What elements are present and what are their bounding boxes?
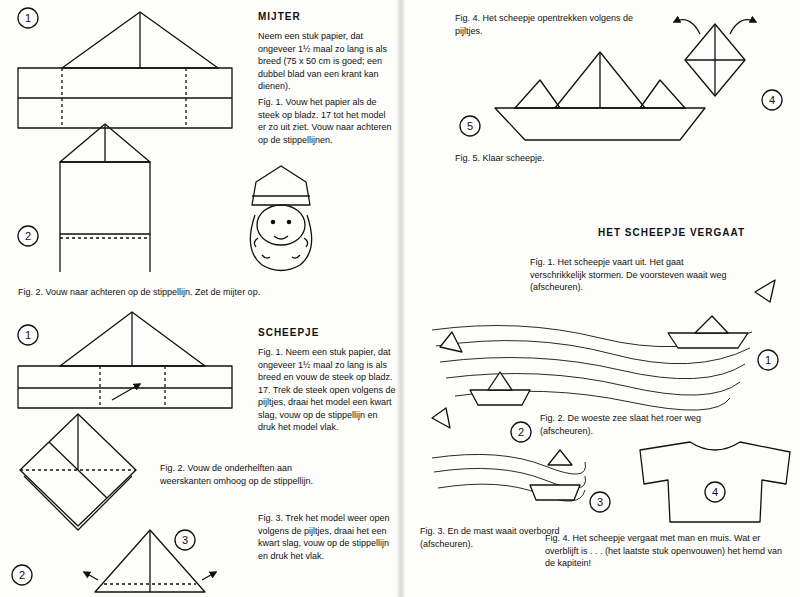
wind-line [440,358,745,379]
callout-number: 3 [590,492,610,512]
folded-triangle [95,530,205,592]
mitre-edge [149,234,150,272]
paper-layer [24,476,132,530]
pull-arrow [84,572,98,580]
callout-circle [590,492,610,512]
boat-hull [495,108,705,140]
callout-circle [758,350,778,370]
wind-line [438,484,585,501]
callout-circle [175,530,195,550]
callout-circle [18,325,38,345]
fold-line [599,52,600,108]
dotted-fold [99,366,100,408]
section-heading: MIJTER [258,10,301,23]
dotted-fold [104,583,196,584]
pull-arrow [674,20,700,34]
dotted-fold [61,68,62,128]
callout-number: 4 [762,90,782,110]
callout-number: 2 [12,565,32,585]
callout-circle [18,8,38,28]
fold-line [18,387,232,388]
fold-line [714,24,715,96]
instruction-text: Neem een stuk papier, dat ongeveer 1½ ma… [258,30,396,93]
fold-line [18,97,232,98]
fold-line [77,414,78,470]
hat-point [60,124,150,162]
paper-band [18,366,232,408]
section-heading: SCHEEPJE [258,326,319,339]
mouth [274,236,288,239]
callout-number: 1 [18,325,38,345]
callout-circle [705,482,725,502]
captains-shirt [640,442,790,522]
fold-line [139,12,140,68]
book-spine [396,0,406,597]
eye [271,220,274,223]
beard-curls [254,238,307,258]
callout-circle [511,422,531,442]
instruction-text: Fig. 2. Vouw naar achteren op de stippel… [18,286,396,299]
hat-point [60,312,205,366]
eye [287,220,290,223]
instruction-text: Fig. 4. Het scheepje vergaat met man en … [545,532,790,570]
section-heading: HET SCHEEPJE VERGAAT [598,226,745,239]
dotted-fold [164,366,165,408]
folded-diamond [20,414,136,526]
boat-bow [515,80,560,108]
instruction-text: Fig. 1. Het scheepje vaart uit. Het gaat… [530,256,735,294]
instruction-text: Fig. 3. Trek het model weer open volgens… [258,512,396,562]
pull-arrow [730,20,756,34]
callout-number: 1 [758,350,778,370]
dotted-fold [20,469,136,470]
fold-line [149,530,150,592]
torn-rudder [432,408,450,428]
instruction-text: Fig. 1. Vouw het papier als de steek op … [258,96,396,146]
instruction-text: Fig. 2. De woeste zee slaat het roer weg… [540,412,740,437]
callout-number: 2 [511,422,531,442]
instruction-text: Fig. 2. Vouw de onderhelften aan weerska… [160,462,345,487]
boat-hull [668,333,748,348]
torn-piece [440,332,462,352]
callout-circle [18,226,38,246]
callout-circle [12,565,32,585]
child-face [257,205,305,245]
hat-point [62,12,218,68]
mitre-band [252,195,310,196]
boat-hull [530,485,580,500]
callout-number: 5 [460,116,480,136]
callout-circle [460,116,480,136]
callout-number: 1 [18,8,38,28]
boat-sail [695,316,728,333]
instruction-text: Fig. 4. Het scheepje opentrekken volgens… [455,12,645,37]
fold-line [104,124,105,162]
boat-sail [555,52,645,108]
callout-number: 2 [18,226,38,246]
paper-mitre [252,166,310,205]
pull-arrow [202,572,216,580]
dotted-fold [60,237,150,238]
mitre-body [60,162,150,234]
instruction-text: Fig. 3. En de mast waait overboord (afsc… [420,525,560,550]
instruction-text: Fig. 5. Klaar scheepje. [455,152,645,165]
paper-band [18,68,232,128]
boat-hull [470,390,530,405]
boat-stern [640,80,685,108]
fold-line [131,312,132,366]
mitre-edge [59,234,60,272]
torn-bow [755,280,775,302]
beard [250,215,311,271]
callout-number: 3 [175,530,195,550]
dotted-fold [185,68,186,128]
callout-circle [762,90,782,110]
callout-number: 4 [705,482,725,502]
callout-circles [12,8,782,585]
boat-sail [488,372,512,390]
instruction-text: Fig. 1. Neem een stuk papier, dat ongeve… [258,346,396,434]
pull-arrow [112,384,140,400]
torn-mast [548,450,572,465]
folded-diamond [685,24,745,96]
